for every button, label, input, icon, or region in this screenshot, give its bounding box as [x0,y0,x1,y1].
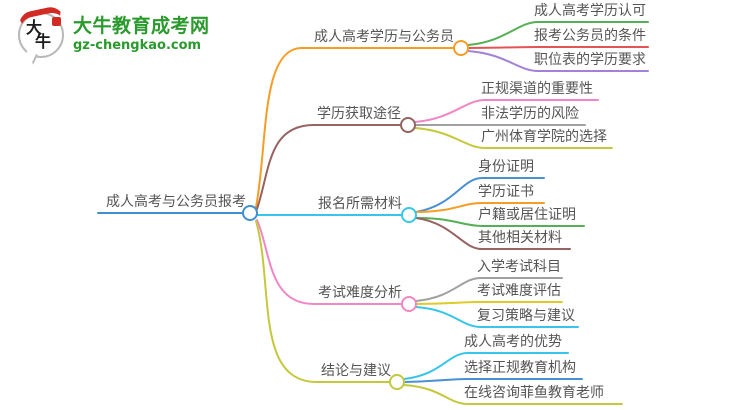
root-node-circle[interactable] [242,205,258,221]
logo-text-block: 大牛教育成考网 gz-chengkao.com [73,15,210,54]
leaf-connector [414,127,613,149]
branch-connector [255,47,454,208]
logo-domain: gz-chengkao.com [73,38,202,54]
leaf-node-label[interactable]: 学历证书 [478,184,534,200]
leaf-node-label[interactable]: 广州体育学院的选择 [481,129,607,145]
leaf-node-label[interactable]: 报考公务员的条件 [534,28,646,44]
leaf-node-label[interactable]: 复习策略与建议 [477,308,575,324]
branch-node-circle[interactable] [453,40,469,56]
site-logo: 大 牛 大牛教育成考网 gz-chengkao.com [16,4,210,65]
leaf-connector [403,352,569,380]
leaf-connector [467,46,649,49]
logo-title: 大牛教育成考网 [73,15,210,38]
leaf-node-label[interactable]: 正规渠道的重要性 [481,81,593,97]
branch-node-label[interactable]: 考试难度分析 [318,285,402,301]
branch-node-circle[interactable] [401,207,417,223]
branch-connector [256,124,401,210]
leaf-connector [467,50,649,72]
leaf-node-label[interactable]: 成人高考学历认可 [534,3,646,19]
leaf-node-label[interactable]: 非法学历的风险 [481,106,579,122]
leaf-node-label[interactable]: 选择正规教育机构 [464,360,576,376]
leaf-connector [415,301,563,305]
branch-node-label[interactable]: 成人高考学历与公务员 [314,29,454,45]
leaf-connector [415,216,585,227]
leaf-node-label[interactable]: 成人高考的优势 [464,334,562,350]
leaf-node-label[interactable]: 在线咨询菲鱼教育老师 [464,385,604,401]
leaf-node-label[interactable]: 身份证明 [478,159,534,175]
leaf-connector [467,21,649,46]
logo-bubble-icon: 大 牛 [16,4,68,65]
logo-seal-icon [52,17,61,26]
leaf-connector [403,384,623,405]
branch-node-label[interactable]: 报名所需材料 [318,196,402,212]
branch-connector [256,219,402,305]
leaf-node-label[interactable]: 职位表的学历要求 [534,52,646,68]
leaf-node-label[interactable]: 户籍或居住证明 [478,207,576,223]
leaf-connector [415,202,545,213]
leaf-node-label[interactable]: 考试难度评估 [477,283,561,299]
leaf-connector [415,277,563,302]
branch-node-label[interactable]: 结论与建议 [321,363,391,379]
leaf-node-label[interactable]: 其他相关材料 [478,230,562,246]
branch-node-circle[interactable] [389,374,405,390]
leaf-connector [403,378,583,383]
leaf-connector [415,217,571,250]
branch-node-circle[interactable] [401,296,417,312]
leaf-connector [414,99,599,123]
leaf-connector [415,177,545,213]
logo-symbol-char-1: 大 [26,18,43,37]
root-node-label[interactable]: 成人高考与公务员报考 [106,194,246,210]
branch-node-circle[interactable] [400,117,416,133]
branch-connector [255,220,390,383]
logo-symbol-char-2: 牛 [35,32,52,51]
leaf-connector [415,306,579,328]
leaf-node-label[interactable]: 入学考试科目 [477,259,561,275]
branch-node-label[interactable]: 学历获取途径 [317,106,401,122]
